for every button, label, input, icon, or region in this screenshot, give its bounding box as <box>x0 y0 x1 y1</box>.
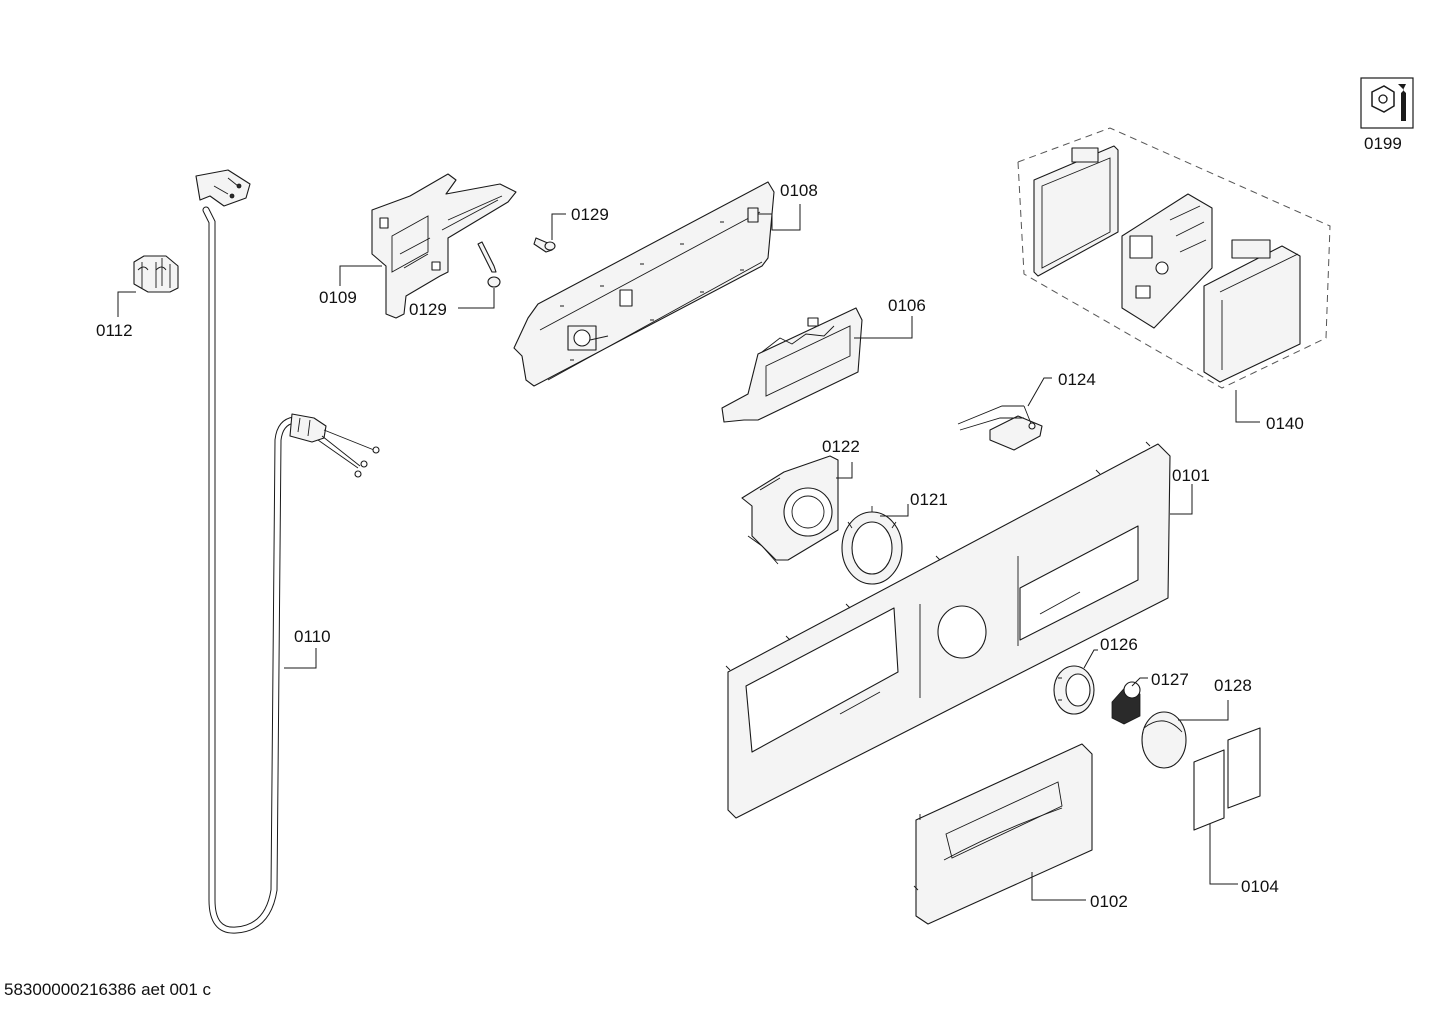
label-0110: 0110 <box>294 627 331 646</box>
leader-0106 <box>854 316 913 339</box>
service-kit-icon <box>1360 77 1414 129</box>
part-0110-power-cord <box>195 169 380 934</box>
label-0121: 0121 <box>910 490 948 509</box>
leader-0140 <box>1235 390 1260 423</box>
drawing-code: 58300000216386 aet 001 c <box>4 980 212 999</box>
label-0129-lower: 0129 <box>409 300 447 319</box>
part-0102-drawer-handle <box>913 743 1093 925</box>
leader-0128 <box>1178 700 1229 721</box>
part-0128-knob-cap <box>1141 711 1187 769</box>
leader-0129-upper <box>551 213 566 240</box>
label-0127: 0127 <box>1151 670 1189 689</box>
part-0121-ring <box>841 506 903 585</box>
part-0112-cable-clip <box>133 255 179 293</box>
label-0106: 0106 <box>888 296 926 315</box>
leader-0112 <box>117 291 136 317</box>
leader-0102 <box>1031 872 1086 901</box>
part-0129-screw-upper <box>533 237 556 253</box>
label-0101: 0101 <box>1172 466 1210 485</box>
part-0127-knob-core <box>1111 681 1141 725</box>
label-0104: 0104 <box>1241 877 1279 896</box>
part-0109-bracket <box>371 173 517 319</box>
label-0140: 0140 <box>1266 414 1304 433</box>
label-0199: 0199 <box>1364 134 1402 153</box>
leader-0109 <box>339 265 382 286</box>
leader-0101 <box>1170 484 1193 515</box>
label-0124: 0124 <box>1058 370 1096 389</box>
part-0122-knob-holder <box>741 455 839 565</box>
leader-0110 <box>284 648 317 669</box>
part-0106-display-module <box>721 307 863 423</box>
label-0109: 0109 <box>319 288 357 307</box>
leader-0124 <box>1027 377 1052 407</box>
label-0126: 0126 <box>1100 635 1138 654</box>
leader-0121 <box>880 504 909 517</box>
leader-0104 <box>1209 824 1238 885</box>
leader-0126 <box>1083 649 1098 669</box>
part-0124-sensor <box>957 405 1043 451</box>
leader-0127 <box>1131 677 1148 687</box>
part-0126-knob-ring <box>1053 665 1095 715</box>
part-0140-electronic-module <box>1017 127 1331 389</box>
label-0129-upper: 0129 <box>571 205 609 224</box>
label-0128: 0128 <box>1214 676 1252 695</box>
leader-0122 <box>836 462 853 479</box>
part-0104-label-sheet <box>1193 727 1261 831</box>
label-0102: 0102 <box>1090 892 1128 911</box>
label-0122: 0122 <box>822 437 860 456</box>
label-0108: 0108 <box>780 181 818 200</box>
part-0108-control-board <box>513 181 775 387</box>
part-0129-screw-lower <box>477 241 501 288</box>
part-0101-control-panel <box>725 441 1171 819</box>
label-0112: 0112 <box>96 321 133 340</box>
leader-0129-lower <box>458 288 495 309</box>
leader-0108 <box>758 204 801 231</box>
